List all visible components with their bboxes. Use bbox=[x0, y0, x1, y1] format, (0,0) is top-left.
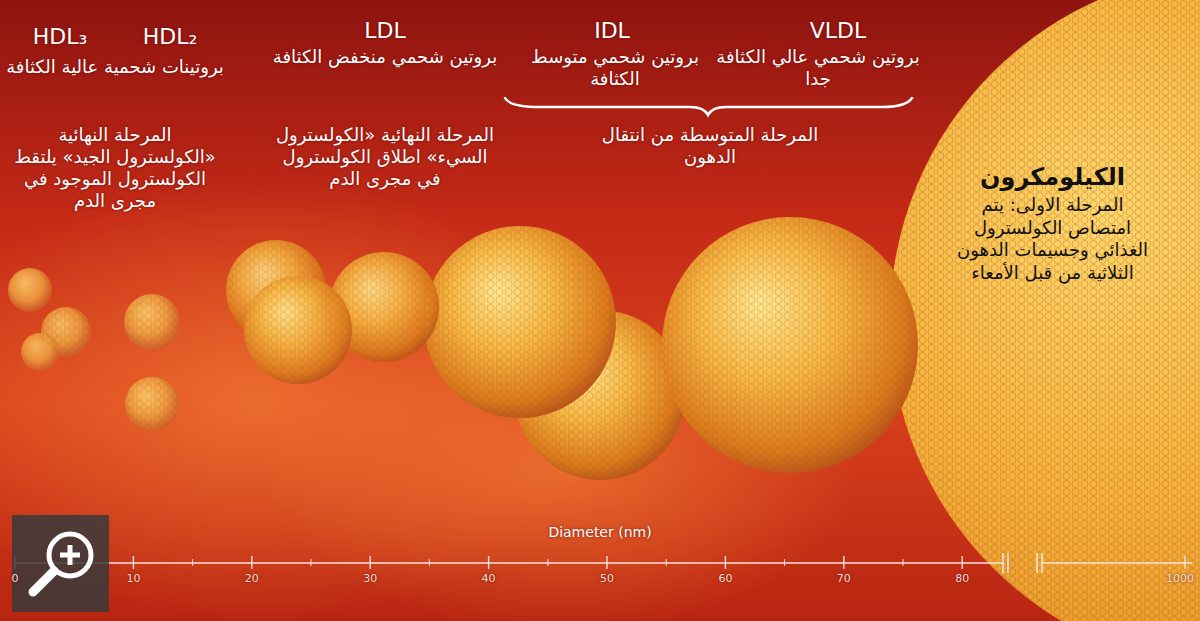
illustration-part bbox=[8, 268, 52, 312]
illustration-part bbox=[60, 545, 80, 565]
class-name: بروتين شحمي عالي الكثافة جدا bbox=[711, 46, 926, 90]
illustration-part bbox=[890, 0, 1200, 621]
idl-sphere bbox=[424, 226, 616, 418]
class-label: HDL₂ bbox=[130, 24, 210, 51]
axis-tick-label: 50 bbox=[592, 572, 622, 585]
illustration-part bbox=[15, 562, 1192, 564]
zoom-icon bbox=[12, 515, 109, 612]
diameter-axis bbox=[15, 553, 1192, 573]
axis-tick-label: 60 bbox=[710, 572, 740, 585]
illustration-part bbox=[125, 377, 179, 431]
stage-description: المرحلة النهائية «الكولسترول السيء» اطلا… bbox=[269, 124, 501, 190]
ldl-sphere bbox=[244, 276, 352, 384]
node-title: الكيلومكرون bbox=[956, 162, 1149, 192]
illustration-part bbox=[662, 217, 918, 473]
class-label: HDL₃ bbox=[20, 24, 100, 51]
hdl-sphere bbox=[8, 268, 180, 431]
axis-title: Diameter (nm) bbox=[515, 524, 685, 541]
class-name: بروتين شحمي متوسط الكثافة bbox=[527, 46, 703, 90]
chylomicron-node: الكيلومكرونالمرحلة الاولى: يتم امتصاص ال… bbox=[950, 158, 1155, 292]
class-name: بروتينات شحمية عالية الكثافة bbox=[1, 56, 229, 78]
class-label: VLDL bbox=[788, 18, 888, 45]
illustration-part bbox=[424, 226, 616, 418]
stage-description: المرحلة النهائية «الكولسترول الجيد» يلتق… bbox=[6, 124, 224, 212]
illustration-part bbox=[124, 294, 180, 350]
axis-tick-label: 30 bbox=[355, 572, 385, 585]
illustration-part bbox=[424, 226, 616, 418]
illustration-part bbox=[890, 0, 1200, 621]
illustration-part bbox=[12, 515, 109, 612]
illustration-part bbox=[41, 307, 91, 357]
node-body: المرحلة الاولى: يتم امتصاص الكولسترول ال… bbox=[956, 194, 1149, 284]
axis-tick-label: 70 bbox=[829, 572, 859, 585]
illustration-part bbox=[41, 307, 91, 357]
axis-tick-label: 80 bbox=[947, 572, 977, 585]
illustration-part bbox=[15, 556, 1185, 569]
axis-tick-label: 20 bbox=[237, 572, 267, 585]
illustration-part bbox=[244, 276, 352, 384]
vldl-sphere bbox=[662, 217, 918, 473]
illustration-part bbox=[74, 559, 903, 566]
illustration-part bbox=[124, 294, 180, 350]
illustration-part bbox=[125, 377, 179, 431]
illustration-part bbox=[33, 571, 54, 592]
chylomicron-sphere bbox=[890, 0, 1200, 621]
illustration-part bbox=[1003, 553, 1042, 573]
illustration-part bbox=[662, 217, 918, 473]
axis-tick-label: 10 bbox=[118, 572, 148, 585]
class-label: IDL bbox=[567, 18, 657, 45]
axis-tick-label: 40 bbox=[474, 572, 504, 585]
stage-description: المرحلة المتوسطة من انتقال الدهون bbox=[585, 124, 835, 168]
group-bracket bbox=[505, 98, 912, 115]
class-label: LDL bbox=[340, 18, 430, 45]
illustration-part bbox=[244, 276, 352, 384]
axis-tick-label: 0 bbox=[0, 572, 30, 585]
axis-tick-label: 1000 bbox=[1165, 572, 1195, 585]
class-name: بروتين شحمي منخفض الكثافة bbox=[260, 46, 510, 68]
